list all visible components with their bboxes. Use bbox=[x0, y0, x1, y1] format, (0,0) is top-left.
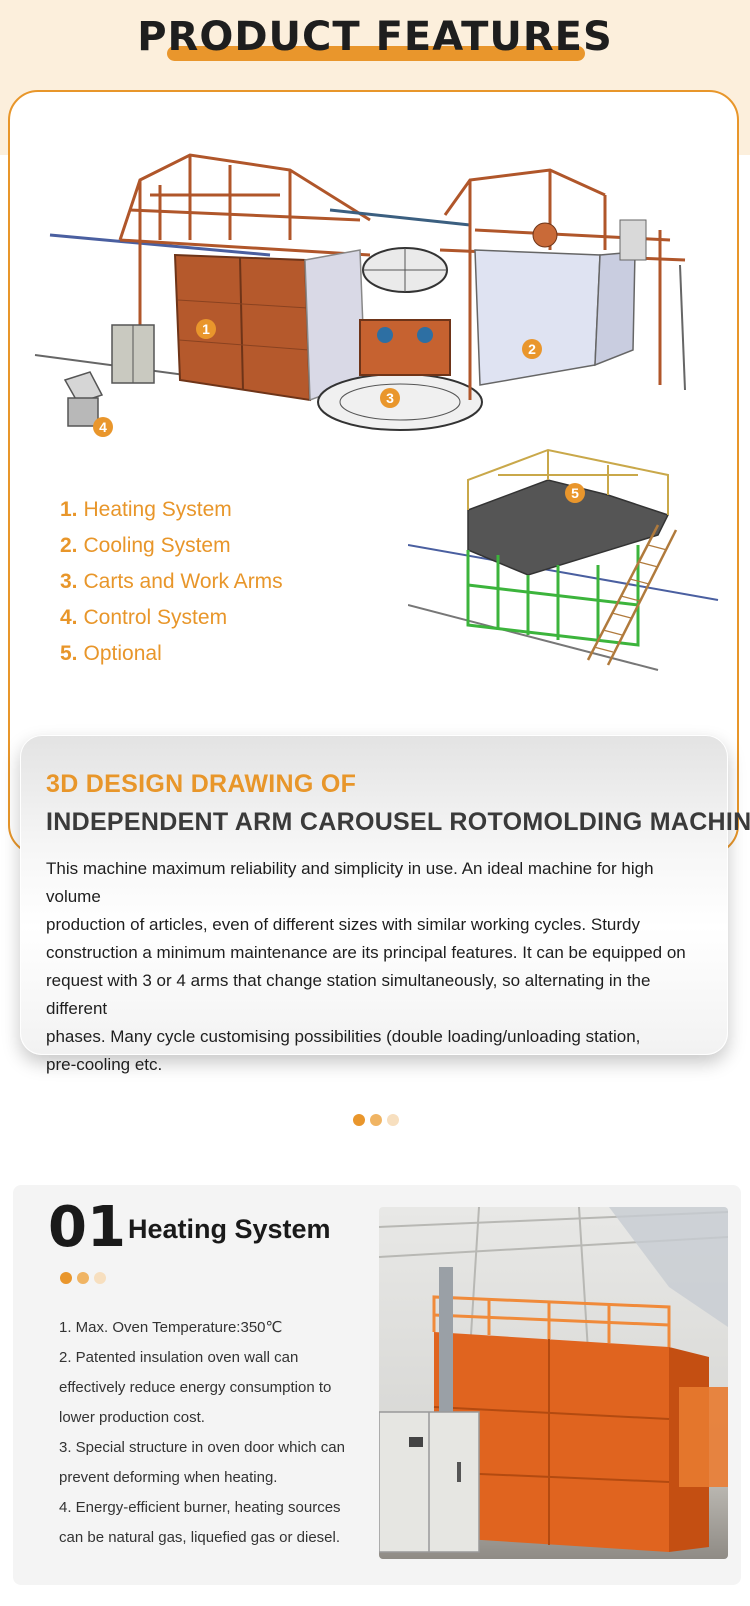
spec-line: 3. Special structure in oven door which … bbox=[59, 1439, 345, 1456]
spec-line: prevent deforming when heating. bbox=[59, 1469, 278, 1486]
description-body: This machine maximum reliability and sim… bbox=[46, 855, 712, 1079]
callout-1: 1 bbox=[202, 321, 210, 337]
section-dot bbox=[94, 1272, 106, 1284]
callout-3: 3 bbox=[386, 390, 394, 406]
spec-line: 4. Energy-efficient burner, heating sour… bbox=[59, 1499, 341, 1516]
description-card bbox=[20, 735, 728, 1055]
pagination-dot[interactable] bbox=[370, 1114, 382, 1126]
description-line: production of articles, even of differen… bbox=[46, 915, 640, 934]
spec-line: lower production cost. bbox=[59, 1409, 205, 1426]
description-subtitle: 3D DESIGN DRAWING OF bbox=[46, 770, 357, 798]
callout-5: 5 bbox=[571, 485, 579, 501]
section-dot bbox=[77, 1272, 89, 1284]
spec-line: 1. Max. Oven Temperature:350℃ bbox=[59, 1319, 283, 1336]
page-title: PRODUCT FEATURES bbox=[137, 14, 613, 60]
heating-system-photo bbox=[379, 1207, 728, 1559]
feature-item: 2.Cooling System bbox=[60, 534, 231, 557]
section-title: Heating System bbox=[128, 1214, 331, 1244]
description-line: This machine maximum reliability and sim… bbox=[46, 859, 654, 906]
description-line: phases. Many cycle customising possibili… bbox=[46, 1027, 641, 1046]
spec-line: can be natural gas, liquefied gas or die… bbox=[59, 1529, 341, 1546]
feature-item: 4.Control System bbox=[60, 606, 228, 629]
section-dot bbox=[60, 1272, 72, 1284]
description-line: request with 3 or 4 arms that change sta… bbox=[46, 971, 651, 1018]
title-underline bbox=[167, 46, 585, 61]
callout-2: 2 bbox=[528, 341, 536, 357]
feature-item: 3.Carts and Work Arms bbox=[60, 570, 283, 593]
description-title: INDEPENDENT ARM CAROUSEL ROTOMOLDING MAC… bbox=[46, 808, 750, 836]
machine-drawing: 1 2 3 4 bbox=[34, 153, 686, 437]
feature-item: 5.Optional bbox=[60, 642, 162, 665]
platform-drawing: 5 bbox=[408, 448, 719, 671]
callout-4: 4 bbox=[99, 419, 107, 435]
pagination-dot[interactable] bbox=[353, 1114, 365, 1126]
description-line: construction a minimum maintenance are i… bbox=[46, 943, 686, 962]
description-line: pre-cooling etc. bbox=[46, 1055, 163, 1074]
spec-line: effectively reduce energy consumption to bbox=[59, 1379, 332, 1396]
feature-item: 1.Heating System bbox=[60, 498, 232, 521]
features-frame bbox=[8, 90, 739, 855]
feature-list: 1.Heating System 2.Cooling System 3.Cart… bbox=[60, 492, 283, 672]
header: PRODUCT FEATURES bbox=[0, 12, 750, 72]
section-spec-list: 1. Max. Oven Temperature:350℃ 2. Patente… bbox=[59, 1313, 359, 1553]
spec-line: 2. Patented insulation oven wall can bbox=[59, 1349, 299, 1366]
section-number: 01 bbox=[48, 1195, 126, 1260]
pagination-dot[interactable] bbox=[387, 1114, 399, 1126]
